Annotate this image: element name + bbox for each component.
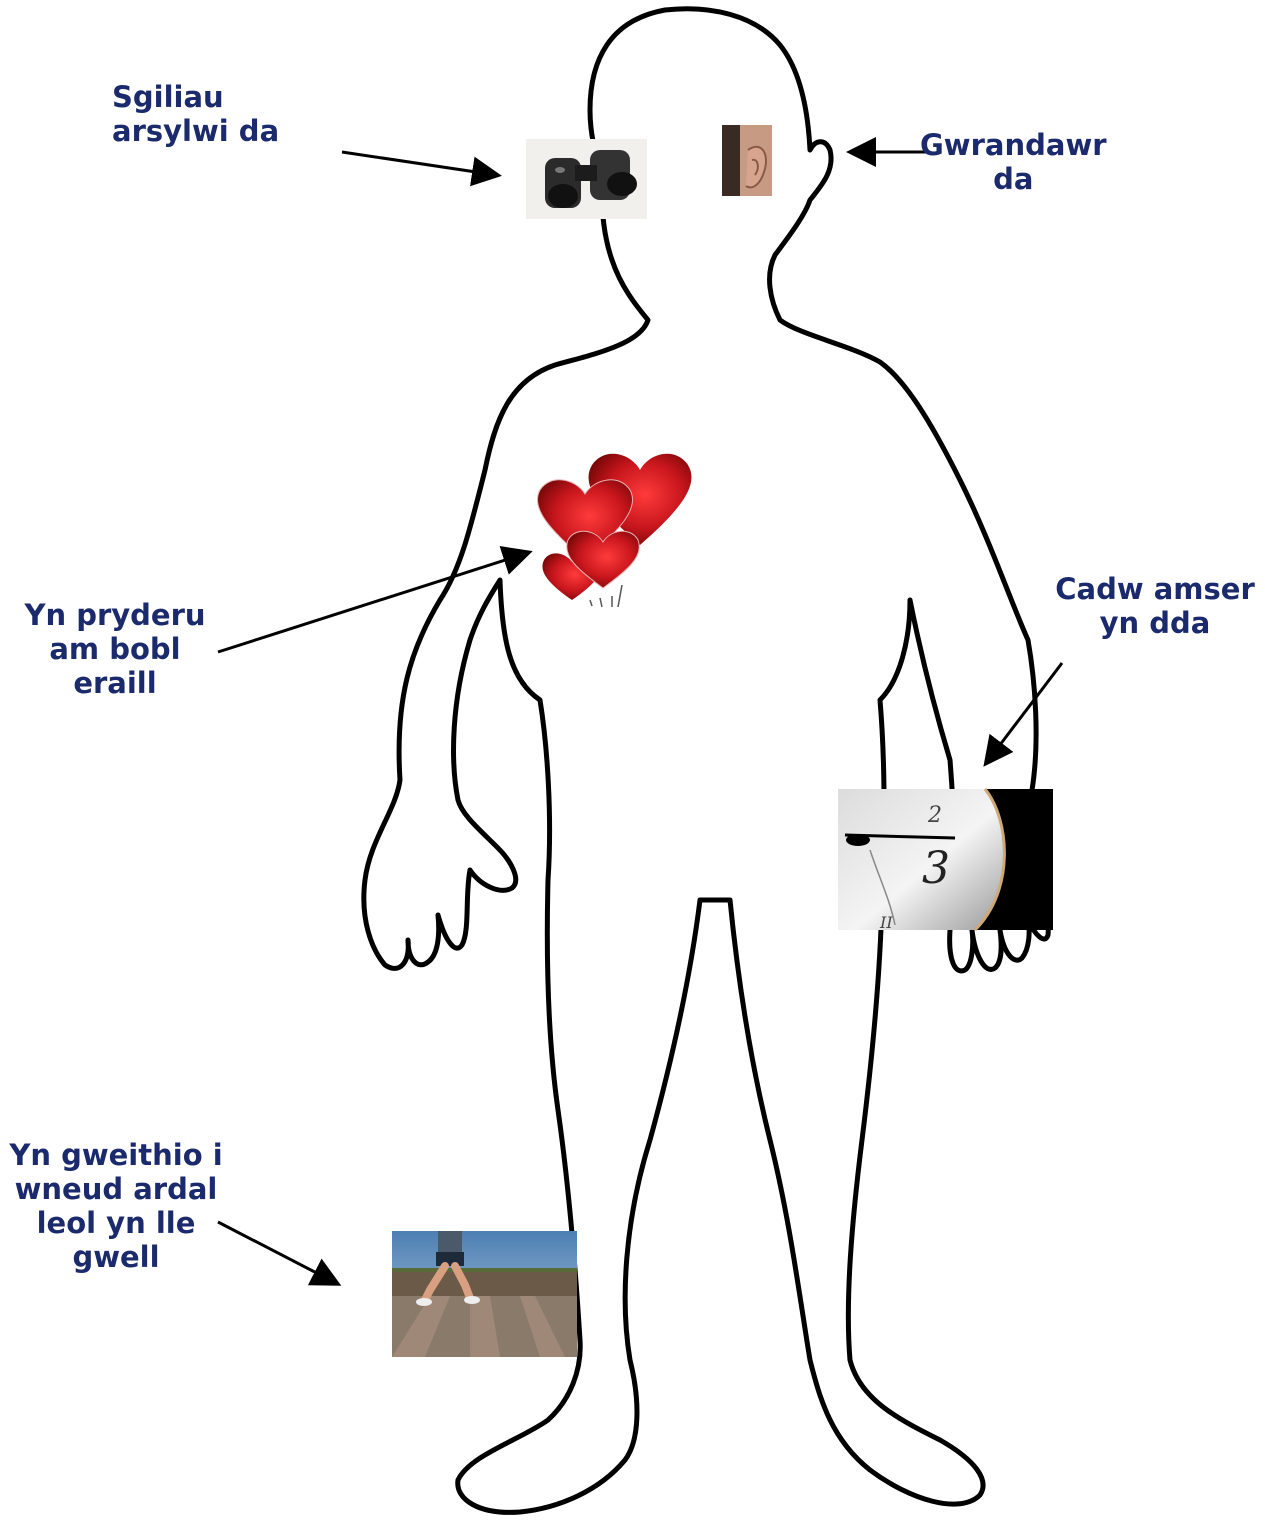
label-line: Yn gweithio i (0, 1138, 232, 1172)
label-good-observation: Sgiliau arsylwi da (112, 80, 279, 148)
label-good-listener: Gwrandawr da (920, 128, 1107, 196)
clock-icon: 2 3 II (838, 789, 1053, 932)
ear-icon (722, 125, 772, 196)
svg-text:2: 2 (927, 803, 942, 828)
arrow-care (218, 553, 527, 652)
arrow-time (987, 663, 1062, 762)
label-line: am bobl (10, 632, 220, 666)
label-line: da (920, 162, 1107, 196)
label-line: gwell (0, 1240, 232, 1274)
label-line: Gwrandawr (920, 128, 1107, 162)
runner-icon (392, 1231, 577, 1357)
svg-text:3: 3 (922, 843, 950, 894)
label-cares-about-others: Yn pryderu am bobl eraill (10, 598, 220, 700)
arrow-work (218, 1222, 336, 1283)
label-good-timekeeping: Cadw amser yn dda (1050, 572, 1260, 640)
hearts-icon (530, 450, 712, 610)
label-line: yn dda (1050, 606, 1260, 640)
label-line: arsylwi da (112, 114, 279, 148)
arrow-observe (342, 152, 496, 175)
label-line: eraill (10, 666, 220, 700)
label-line: Cadw amser (1050, 572, 1260, 606)
label-improves-local-area: Yn gweithio i wneud ardal leol yn lle gw… (0, 1138, 232, 1274)
label-line: Yn pryderu (10, 598, 220, 632)
svg-text:II: II (879, 913, 893, 932)
label-line: leol yn lle (0, 1206, 232, 1240)
label-line: Sgiliau (112, 80, 279, 114)
binoculars-icon (526, 139, 647, 219)
label-line: wneud ardal (0, 1172, 232, 1206)
